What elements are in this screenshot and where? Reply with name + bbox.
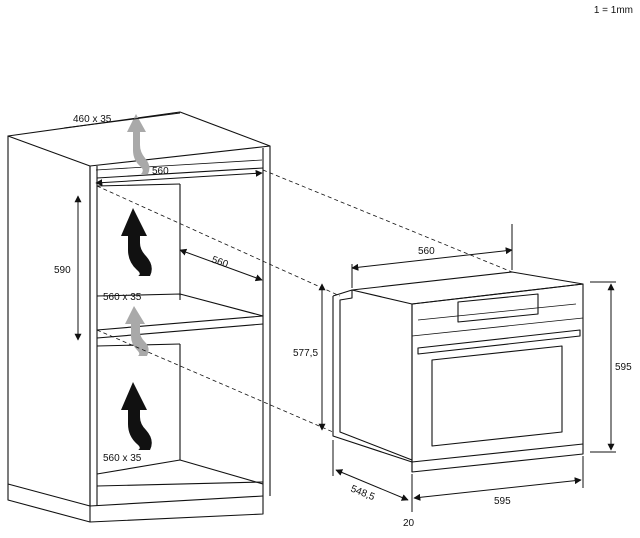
oven-display <box>457 293 539 323</box>
airflow-middle-icon <box>125 306 149 356</box>
airflow-outlet-top-icon <box>127 114 150 174</box>
niche-depth-label: 560 <box>210 254 230 270</box>
middle-vent-label: 560 x 35 <box>103 292 142 303</box>
scale-note: 1 = 1mm <box>594 5 633 16</box>
airflow-upper-icon <box>121 208 152 276</box>
projection-lines <box>96 169 513 433</box>
bottom-vent-label: 560 x 35 <box>103 453 142 464</box>
oven <box>332 271 584 473</box>
oven-width-top-label: 560 <box>418 246 435 257</box>
inner-width-label: 560 <box>152 166 169 177</box>
oven-front-width-label: 595 <box>494 496 511 507</box>
airflow-lower-icon <box>121 382 152 450</box>
airflow-arrows <box>121 114 152 450</box>
cabinet-dimensions <box>63 112 263 341</box>
niche-height-label: 590 <box>54 265 71 276</box>
oven-depth-label: 548,5 <box>349 484 377 504</box>
oven-front-thickness-label: 20 <box>403 518 415 529</box>
oven-front-height-label: 595 <box>615 362 632 373</box>
oven-body-height-label: 577,5 <box>293 348 318 359</box>
oven-window <box>431 345 563 447</box>
oven-handle <box>417 329 581 355</box>
oven-dimensions <box>318 224 616 512</box>
top-vent-label: 460 x 35 <box>73 114 112 125</box>
